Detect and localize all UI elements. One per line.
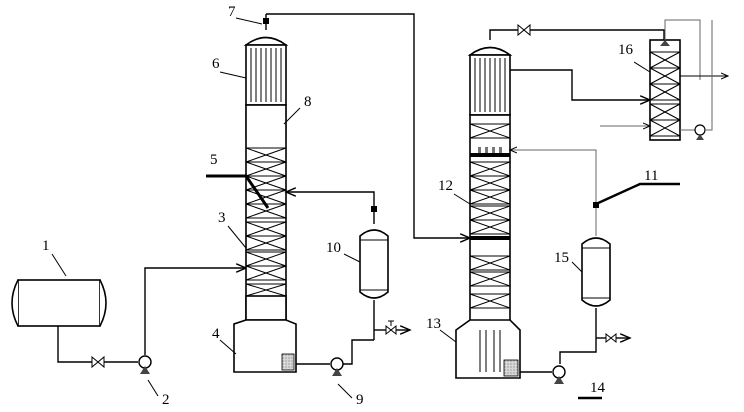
leader-lines [51,17,651,399]
label-line-11: 11 [644,168,658,184]
feed-valve [91,355,105,369]
label-side-feed: 5 [210,152,218,168]
label-pump-9: 9 [356,392,364,408]
label-pump-14: 14 [590,380,606,396]
label-column-2: 12 [438,178,453,194]
label-reboiler-2: 13 [426,316,441,332]
bottoms-pump-1 [296,339,374,376]
overhead-vapor-line [263,13,470,238]
label-demister: 8 [304,94,312,110]
label-absorber: 16 [618,42,634,58]
bottoms-pump-2 [520,365,602,400]
packing-sections-column-1 [245,147,287,297]
reflux-line [286,192,410,340]
label-receiver: 15 [554,250,569,266]
label-reboiler-1: 4 [212,326,220,342]
absorption-tower [600,19,728,141]
label-reflux-drum: 10 [326,240,341,256]
condenser-tubes [250,48,282,102]
column-2-overhead-line [489,23,665,100]
feed-line [57,268,246,363]
receiver-drum [559,237,630,364]
label-feed-tank: 1 [42,238,50,254]
label-column-1: 3 [218,210,226,226]
feed-tank [11,279,107,327]
packing-sections-column-2 [469,123,511,309]
distillation-column-1 [233,36,297,373]
feed-pump [138,355,152,374]
label-condenser-1: 6 [212,56,220,72]
reflux-drum [359,229,389,299]
column-2-side-line [510,150,680,236]
side-feed-line [206,174,270,209]
distillation-column-2 [455,46,521,379]
condenser-tubes-2 [474,58,506,112]
label-feed-pump: 2 [162,392,170,408]
label-vapor-outlet: 7 [228,4,236,20]
